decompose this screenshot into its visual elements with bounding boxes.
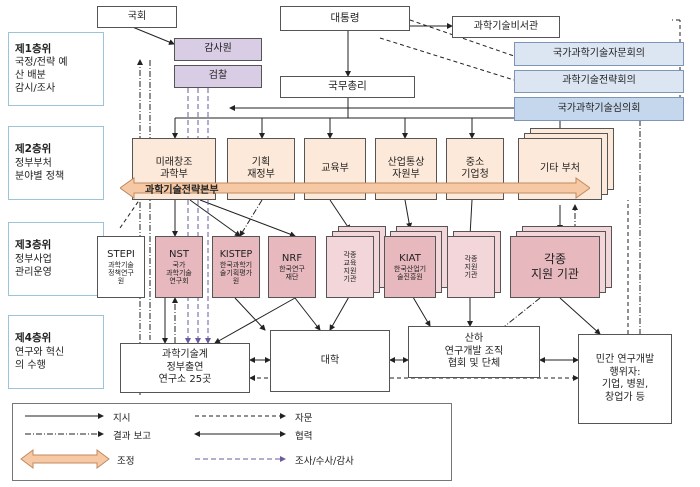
private-rnd-line-3: 기업, 병원, [601, 379, 649, 390]
kiat-sub-2: 술진흥원 [397, 273, 423, 282]
tier-1-line-2: 산 배분 [15, 70, 46, 82]
edu-agencies-box: 각종 교육 지원 기관 [326, 236, 374, 298]
tier-1-box: 제1층위 국정/전략 예 산 배분 감시/조사 [8, 32, 104, 106]
tier-1-line-1: 국정/전략 예 [15, 57, 68, 69]
kistep-sub-1: 한국과학기 [219, 260, 253, 269]
tier-4-box: 제4층위 연구와 혁신 의 수행 [8, 315, 104, 389]
motie-line-1: 산업통상 [387, 156, 425, 168]
gov-institutes-box: 과학기술계 정부출연 연구소 25곳 [120, 343, 250, 393]
strategy-hq-arrow [120, 177, 590, 199]
edu-agencies-line-4: 기관 [343, 275, 357, 284]
nrf-sub-2: 재단 [285, 273, 299, 282]
audit-box: 감사원 [174, 38, 262, 61]
nst-title: NST [169, 248, 189, 260]
strategy-hq-label: 과학기술전략본부 [145, 185, 219, 196]
prosecution-box: 검찰 [174, 65, 262, 88]
tier-2-line-1: 정부부처 [15, 157, 52, 169]
kistep-sub-2: 술기획평가 [219, 268, 253, 277]
motie-line-2: 자원부 [392, 169, 420, 180]
assembly-box: 국회 [97, 6, 177, 28]
nst-box: NST 국가 과학기술 연구회 [155, 236, 203, 298]
mosf-line-2: 재정부 [247, 169, 275, 180]
legend-coordinate-arrow [20, 449, 110, 469]
stepi-title: STEPI [107, 248, 135, 260]
legend-advice-label: 자문 [295, 413, 313, 424]
legend: 지시 결과 보고 조정 자문 협력 조사/수사/감사 [12, 403, 452, 481]
various-agencies-line-2: 지원 기관 [531, 267, 579, 281]
stepi-box: STEPI 과학기술 정책연구 원 [97, 236, 145, 298]
msip-line-2: 과학부 [160, 169, 188, 180]
tier-4-line-1: 연구와 혁신 [15, 346, 65, 358]
smba-agencies-line-2: 지원 [464, 262, 478, 271]
kistep-box: KISTEP 한국과학기 술기획평가 원 [212, 236, 260, 298]
legend-symbols [20, 413, 286, 469]
nst-sub-2: 과학기술 [166, 269, 192, 278]
smba-agencies-box: 각종 지원 기관 [447, 236, 495, 298]
gov-institutes-line-1: 과학기술계 [162, 349, 208, 361]
nrf-box: NRF 한국연구 재단 [268, 236, 316, 298]
tier-2-line-2: 분야별 정책 [15, 170, 65, 182]
smba-agencies-line-3: 기관 [464, 271, 478, 280]
tier-3-line-1: 정부사업 [15, 253, 52, 265]
msip-line-1: 미래창조 [155, 156, 193, 168]
private-rnd-line-2: 행위자: [609, 366, 641, 378]
sci-secretary-box: 과학기술비서관 [452, 16, 560, 38]
tier-2-box: 제2층위 정부부처 분야별 정책 [8, 126, 104, 200]
nst-sub-1: 국가 [172, 261, 186, 270]
president-box: 대통령 [280, 6, 410, 31]
tier-3-box: 제3층위 정부사업 관리운영 [8, 222, 104, 296]
tier-4-line-2: 의 수행 [15, 359, 46, 371]
tier-3-title: 제3층위 [15, 239, 52, 252]
pm-box: 국무총리 [280, 76, 415, 98]
industry-rnd-line-1: 산하 [464, 333, 484, 345]
stepi-sub-1: 과학기술 [108, 261, 134, 270]
tier-1-title: 제1층위 [15, 42, 52, 55]
tier-1-line-3: 감시/조사 [15, 83, 56, 95]
smba-line-1: 중소 [465, 156, 485, 168]
nst-sub-3: 연구회 [169, 277, 189, 286]
edu-agencies-line-2: 교육 [343, 258, 357, 267]
gov-institutes-line-2: 정부출연 [166, 361, 204, 373]
legend-cooperation-label: 협력 [295, 431, 313, 442]
tier-4-title: 제4층위 [15, 332, 52, 345]
nrf-title: NRF [281, 252, 303, 264]
private-rnd-line-1: 민간 연구개발 [595, 354, 655, 365]
deliberation-council-box: 국가과학기술심의회 [514, 97, 684, 121]
advisory-council-box: 국가과학기술자문회의 [514, 42, 684, 66]
industry-rnd-line-3: 협회 및 단체 [447, 358, 501, 370]
stepi-sub-2: 정책연구 [108, 269, 134, 278]
edu-agencies-line-1: 각종 [343, 250, 357, 259]
various-agencies-box: 각종 지원 기관 [510, 236, 600, 298]
university-box: 대학 [270, 330, 390, 392]
edu-agencies-line-3: 지원 [343, 267, 357, 275]
legend-report-label: 결과 보고 [113, 431, 151, 442]
kiat-title: KIAT [399, 252, 421, 264]
strategy-council-box: 과학기술전략회의 [514, 70, 684, 93]
tier-2-title: 제2층위 [15, 143, 52, 156]
tier-3-line-2: 관리운영 [15, 266, 52, 278]
smba-line-2: 기업청 [461, 169, 489, 180]
gov-institutes-line-3: 연구소 25곳 [158, 374, 212, 386]
kistep-sub-3: 원 [232, 276, 240, 285]
kistep-title: KISTEP [219, 248, 253, 260]
legend-coordinate-label: 조정 [117, 456, 135, 467]
nrf-sub-1: 한국연구 [279, 265, 305, 274]
kiat-sub-1: 한국산업기 [393, 265, 427, 274]
private-rnd-line-4: 창업가 등 [605, 391, 645, 403]
mosf-line-1: 기획 [251, 156, 271, 168]
private-rnd-box: 민간 연구개발 행위자: 기업, 병원, 창업가 등 [578, 334, 672, 424]
legend-directive-label: 지시 [113, 413, 131, 424]
industry-rnd-box: 산하 연구개발 조직 협회 및 단체 [408, 326, 540, 378]
kiat-box: KIAT 한국산업기 술진흥원 [384, 236, 436, 298]
industry-rnd-line-2: 연구개발 조직 [444, 345, 504, 357]
stepi-sub-3: 원 [117, 277, 125, 286]
various-agencies-line-1: 각종 [543, 252, 567, 266]
smba-agencies-line-1: 각종 [464, 254, 478, 263]
legend-investigation-label: 조사/수사/감사 [295, 456, 354, 467]
